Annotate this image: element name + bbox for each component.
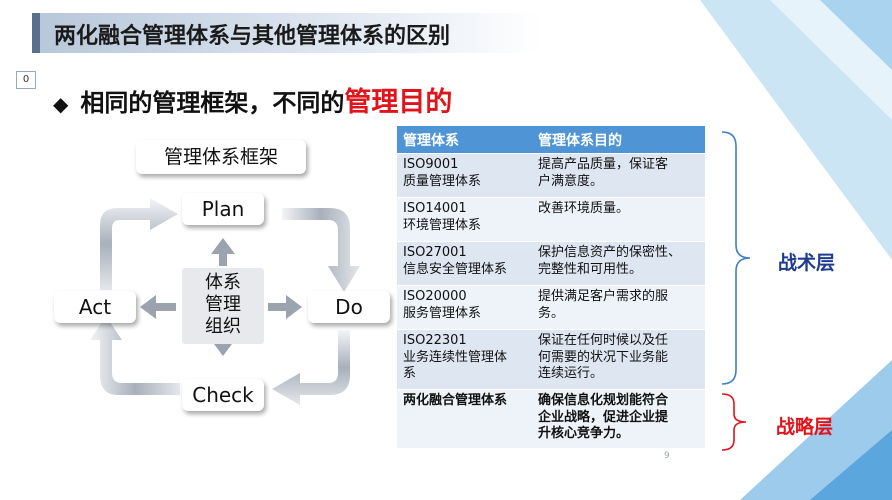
cell-line: ISO14001	[403, 201, 467, 216]
table-row: 两化融合管理体系 确保信息化规划能符合企业战略，促进企业提升核心竞争力。	[397, 389, 705, 448]
cell-line: ISO9001	[403, 157, 459, 172]
arrow-center-up	[211, 238, 235, 266]
cell-line: 企业战略，促进企业提	[538, 409, 669, 425]
cell-line: 系	[403, 366, 417, 381]
cell-line: 保证在任何时候以及任	[538, 333, 669, 348]
cell-line: 连续运行。	[538, 366, 604, 381]
title-bar	[32, 13, 542, 53]
slide-number: 0	[16, 71, 36, 89]
subtitle-prefix: 相同的管理框架，不同的	[80, 89, 345, 117]
header-purpose: 管理体系目的	[532, 126, 705, 154]
table-header-row: 管理体系 管理体系目的	[397, 126, 705, 154]
cell-purpose: 确保信息化规划能符合企业战略，促进企业提升核心竞争力。	[532, 389, 705, 448]
title-accent	[32, 13, 40, 53]
cell-line: 质量管理体系	[403, 173, 482, 189]
pdca-cycle-arrows	[90, 198, 360, 405]
cell-line: 两化融合管理体系	[403, 393, 508, 408]
cell-purpose: 保证在任何时候以及任何需要的状况下业务能连续运行。	[532, 329, 705, 390]
cell-line: 保护信息资产的保密性、	[538, 245, 682, 260]
arrow-plan-to-do	[282, 208, 360, 292]
arrow-do-to-check	[272, 330, 350, 405]
cell-line: ISO22301	[403, 333, 467, 348]
framework-label: 管理体系框架	[136, 140, 306, 174]
cell-line: 改善环境质量。	[538, 201, 630, 216]
diamond-bullet-icon: ◆	[53, 92, 69, 116]
arrow-act-to-plan	[100, 198, 178, 290]
cell-line: 户满意度。	[538, 173, 604, 189]
cell-line: 升核心竞争力。	[538, 426, 630, 441]
cell-line: 提供满足客户需求的服	[538, 289, 669, 304]
cell-purpose: 提高产品质量，保证客户满意度。	[532, 153, 705, 198]
cell-purpose: 改善环境质量。	[532, 197, 705, 242]
header-system: 管理体系	[397, 126, 532, 154]
cell-system: 两化融合管理体系	[397, 389, 532, 448]
cell-line: 环境管理体系	[403, 217, 482, 233]
cell-line: 业务连续性管理体	[403, 349, 508, 365]
bg-shape-deep	[810, 430, 892, 500]
cell-line: ISO20000	[403, 289, 467, 304]
pdca-act: Act	[54, 291, 136, 323]
arrow-center-left	[140, 295, 176, 319]
center-line: 组织	[205, 316, 241, 337]
center-line: 管理	[205, 294, 241, 315]
pdca-plan: Plan	[182, 193, 264, 225]
strategic-layer-label: 战略层	[776, 416, 834, 438]
cell-line: 确保信息化规划能符合	[538, 393, 669, 408]
arrow-center-right	[268, 295, 302, 319]
cell-line: 信息安全管理体系	[403, 261, 508, 277]
center-line: 体系	[205, 272, 241, 293]
arrow-check-to-act	[90, 316, 180, 395]
cell-line: 提高产品质量，保证客	[538, 157, 669, 172]
subtitle: ◆ 相同的管理框架，不同的管理目的	[53, 80, 452, 119]
page-mark: 9	[664, 451, 670, 461]
cell-purpose: 保护信息资产的保密性、完整性和可用性。	[532, 241, 705, 286]
cell-line: 务。	[538, 305, 565, 321]
tactical-layer-label: 战术层	[778, 252, 836, 274]
pdca-check: Check	[182, 379, 264, 411]
cell-line: 何需要的状况下业务能	[538, 349, 669, 365]
slide-title: 两化融合管理体系与其他管理体系的区别	[54, 24, 451, 49]
center-organization-box: 体系 管理 组织	[182, 268, 264, 344]
pdca-do: Do	[308, 291, 390, 323]
cell-line: 完整性和可用性。	[538, 261, 643, 277]
bg-shape-top	[820, 0, 892, 70]
cell-line: ISO27001	[403, 245, 467, 260]
subtitle-emphasis: 管理目的	[344, 87, 453, 118]
cell-purpose: 提供满足客户需求的服务。	[532, 285, 705, 330]
cell-line: 服务管理体系	[403, 305, 482, 321]
